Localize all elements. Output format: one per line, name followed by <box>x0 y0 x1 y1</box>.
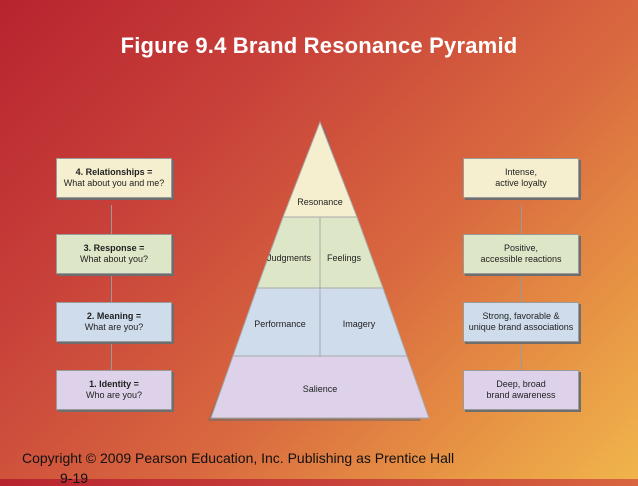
right-box-line1: Intense, <box>504 167 538 177</box>
right-box-associations: Strong, favorable & unique brand associa… <box>463 302 579 342</box>
pyramid-label-judgments: Judgments <box>267 253 312 263</box>
left-box-label: 4. Relationships = <box>75 167 153 177</box>
left-box-label: 2. Meaning = <box>86 311 142 321</box>
right-box-line2: brand awareness <box>486 390 556 400</box>
left-box-identity: 1. Identity = Who are you? <box>56 370 172 410</box>
left-box-question: What about you and me? <box>63 178 165 188</box>
pyramid-tier-salience <box>210 355 430 419</box>
pyramid-label-imagery: Imagery <box>343 319 376 329</box>
left-box-label: 1. Identity = <box>89 379 139 389</box>
page-number: 9-19 <box>60 470 89 486</box>
copyright-footer: Copyright © 2009 Pearson Education, Inc.… <box>22 450 455 466</box>
right-connector <box>521 205 522 370</box>
left-box-response: 3. Response = What about you? <box>56 234 172 274</box>
right-box-reactions: Positive, accessible reactions <box>463 234 579 274</box>
right-box-loyalty: Intense, active loyalty <box>463 158 579 198</box>
left-box-question: What are you? <box>84 322 144 332</box>
left-box-question: What about you? <box>79 254 149 264</box>
left-connector <box>111 205 112 370</box>
pyramid-label-feelings: Feelings <box>327 253 362 263</box>
right-box-line1: Positive, <box>503 243 538 253</box>
pyramid-label-salience: Salience <box>303 384 338 394</box>
right-box-line1: Strong, favorable & <box>482 311 560 321</box>
left-box-meaning: 2. Meaning = What are you? <box>56 302 172 342</box>
pyramid-label-resonance: Resonance <box>297 197 343 207</box>
page-title: Figure 9.4 Brand Resonance Pyramid <box>120 33 518 58</box>
pyramid-label-performance: Performance <box>254 319 306 329</box>
right-box-awareness: Deep, broad brand awareness <box>463 370 579 410</box>
right-box-line2: accessible reactions <box>480 254 562 264</box>
right-box-line2: unique brand associations <box>468 322 574 332</box>
left-box-question: Who are you? <box>85 390 143 400</box>
left-box-label: 3. Response = <box>83 243 145 253</box>
right-box-line2: active loyalty <box>495 178 547 188</box>
right-box-line1: Deep, broad <box>496 379 546 389</box>
left-box-relationships: 4. Relationships = What about you and me… <box>56 158 172 198</box>
